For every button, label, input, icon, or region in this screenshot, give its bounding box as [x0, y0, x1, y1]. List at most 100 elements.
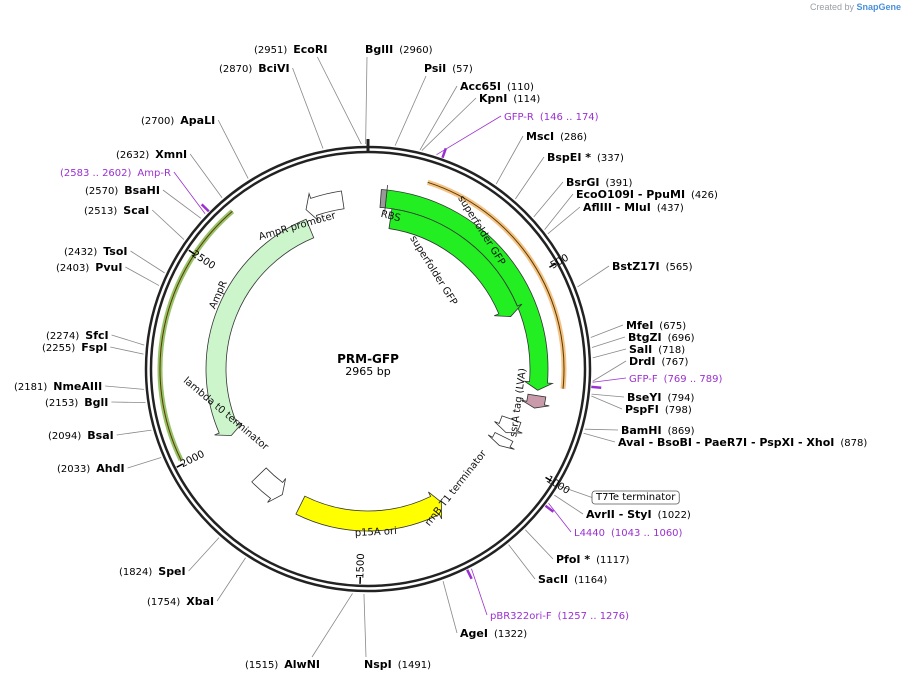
site-label-part: SfcI: [85, 329, 108, 342]
site-label-36: L4440(1043 .. 1060): [574, 528, 683, 539]
tick-mark-1000: [545, 476, 552, 482]
gfp-f-primer-mark: [591, 385, 602, 389]
site-label-part: BspEI *: [547, 151, 591, 164]
site-label-part: (718): [658, 345, 685, 356]
site-label-29: (2153)BglI: [45, 396, 108, 409]
site-label-23: (2255)FspI: [42, 341, 107, 354]
site-label-7: (2700) ApaLI: [141, 114, 215, 127]
site-label-3: (2870)BciVI: [219, 62, 290, 75]
leader-line: [436, 115, 502, 156]
leader-line: [394, 75, 427, 146]
leader-line: [592, 360, 627, 382]
leader-line: [317, 56, 362, 145]
site-label-part: MscI: [526, 130, 554, 143]
site-label-part: DrdI: [629, 355, 656, 368]
leader-line: [127, 457, 162, 469]
site-label-16: (2513)ScaI: [84, 204, 149, 217]
site-label-2: PsiI(57): [424, 62, 473, 75]
site-label-33: AvaI - BsoBI - PaeR7I - PspXI - XhoI(878…: [618, 436, 867, 449]
site-label-part: (1164): [574, 575, 607, 586]
leader-line: [554, 494, 584, 515]
site-label-part: XbaI: [186, 595, 214, 608]
site-label-part: GFP-R: [504, 112, 534, 123]
t7te-terminator-label: T7Te terminator: [595, 492, 676, 503]
site-label-42: AgeI(1322): [460, 627, 527, 640]
site-label-part: ApaLI: [180, 114, 215, 127]
site-label-part: (767): [662, 357, 689, 368]
site-label-part: (391): [605, 178, 632, 189]
site-label-part: (1117): [596, 555, 629, 566]
site-label-43: (1515) AlwNI: [245, 658, 320, 671]
leader-line: [111, 334, 145, 346]
p15a-ori-arrow: [295, 491, 443, 532]
lambda-t0-terminator-arrow: [251, 467, 286, 503]
leader-line: [548, 503, 572, 533]
leader-line: [363, 593, 367, 658]
site-label-24: SalI(718): [629, 343, 685, 356]
site-label-19: BstZ17I(565): [612, 260, 693, 273]
site-label-part: BsaI: [87, 429, 113, 442]
site-label-part: (2632): [116, 150, 149, 161]
site-label-6: GFP-R(146 .. 174): [504, 112, 599, 123]
site-label-part: AlwNI: [284, 658, 320, 671]
site-label-part: (2181): [14, 382, 47, 393]
site-label-part: (1515): [245, 660, 278, 671]
site-label-part: BsaHI: [124, 184, 160, 197]
site-label-34: (2033)AhdI: [57, 462, 125, 475]
leader-line: [495, 135, 524, 185]
site-label-22: BtgZI(696): [628, 331, 695, 344]
site-label-part: (2094): [48, 431, 81, 442]
leader-line: [592, 348, 627, 359]
site-label-part: NmeAIII: [53, 380, 102, 393]
site-label-part: (675): [659, 321, 686, 332]
site-label-part: (2274): [46, 331, 79, 342]
site-label-part: (2432): [64, 247, 97, 258]
site-label-part: (2570): [85, 186, 118, 197]
site-label-part: (2583 .. 2602): [60, 168, 132, 179]
site-label-part: BamHI: [621, 424, 662, 437]
leader-line: [525, 529, 554, 560]
site-label-part: (1322): [494, 629, 527, 640]
site-label-part: (2700): [141, 116, 174, 127]
site-label-39: SacII(1164): [538, 573, 607, 586]
leader-line: [216, 557, 246, 602]
site-label-30: PspFI(798): [625, 403, 692, 416]
site-label-28: BseYI(794): [627, 391, 694, 404]
site-label-18: (2403)PvuI: [56, 261, 122, 274]
pbr322ori-f-primer-mark: [466, 569, 473, 580]
leader-line: [592, 377, 627, 383]
site-label-part: - PaeR7I: [692, 436, 747, 449]
site-label-17: (2432)TsoI: [64, 245, 128, 258]
site-label-5: KpnI(114): [479, 92, 540, 105]
leader-line: [590, 324, 624, 338]
t7te-terminator-box: [591, 490, 680, 505]
rrnb-t1-terminator-arrow: [494, 415, 523, 434]
leader-line: [591, 393, 625, 398]
ampr-arrow: [205, 218, 315, 436]
site-label-part: - StyI: [615, 508, 652, 521]
site-label-part: (869): [668, 426, 695, 437]
site-label-0: (2951)EcoRI: [254, 43, 327, 56]
leader-line: [591, 395, 623, 410]
leader-line: [130, 250, 165, 274]
site-label-part: (1491): [398, 660, 431, 671]
site-label-part: Amp-R: [137, 168, 171, 179]
site-label-12: BsrGI(391): [566, 176, 632, 189]
site-label-44: NspI(1491): [364, 658, 431, 671]
site-label-part: (1754): [147, 597, 180, 608]
tick-label-1500: 1500: [355, 553, 367, 579]
tick-label-1000: 1000: [544, 474, 571, 497]
site-label-part: - PspXI: [747, 436, 794, 449]
site-label-14: EcoO109I - PpuMI(426): [576, 188, 718, 201]
plasmid-length: 2965 bp: [345, 365, 390, 378]
site-label-part: (2255): [42, 343, 75, 354]
site-label-part: (2870): [219, 64, 252, 75]
ssra-tag-lva-arrow: [521, 393, 550, 409]
created-by-credit: Created by SnapGene: [810, 2, 901, 12]
feature-label-rbs: RBS: [380, 209, 402, 225]
orange-range-bracket-line: [427, 181, 565, 389]
site-label-part: L4440: [574, 528, 605, 539]
site-label-part: BstZ17I: [612, 260, 660, 273]
site-label-part: (1257 .. 1276): [558, 611, 630, 622]
